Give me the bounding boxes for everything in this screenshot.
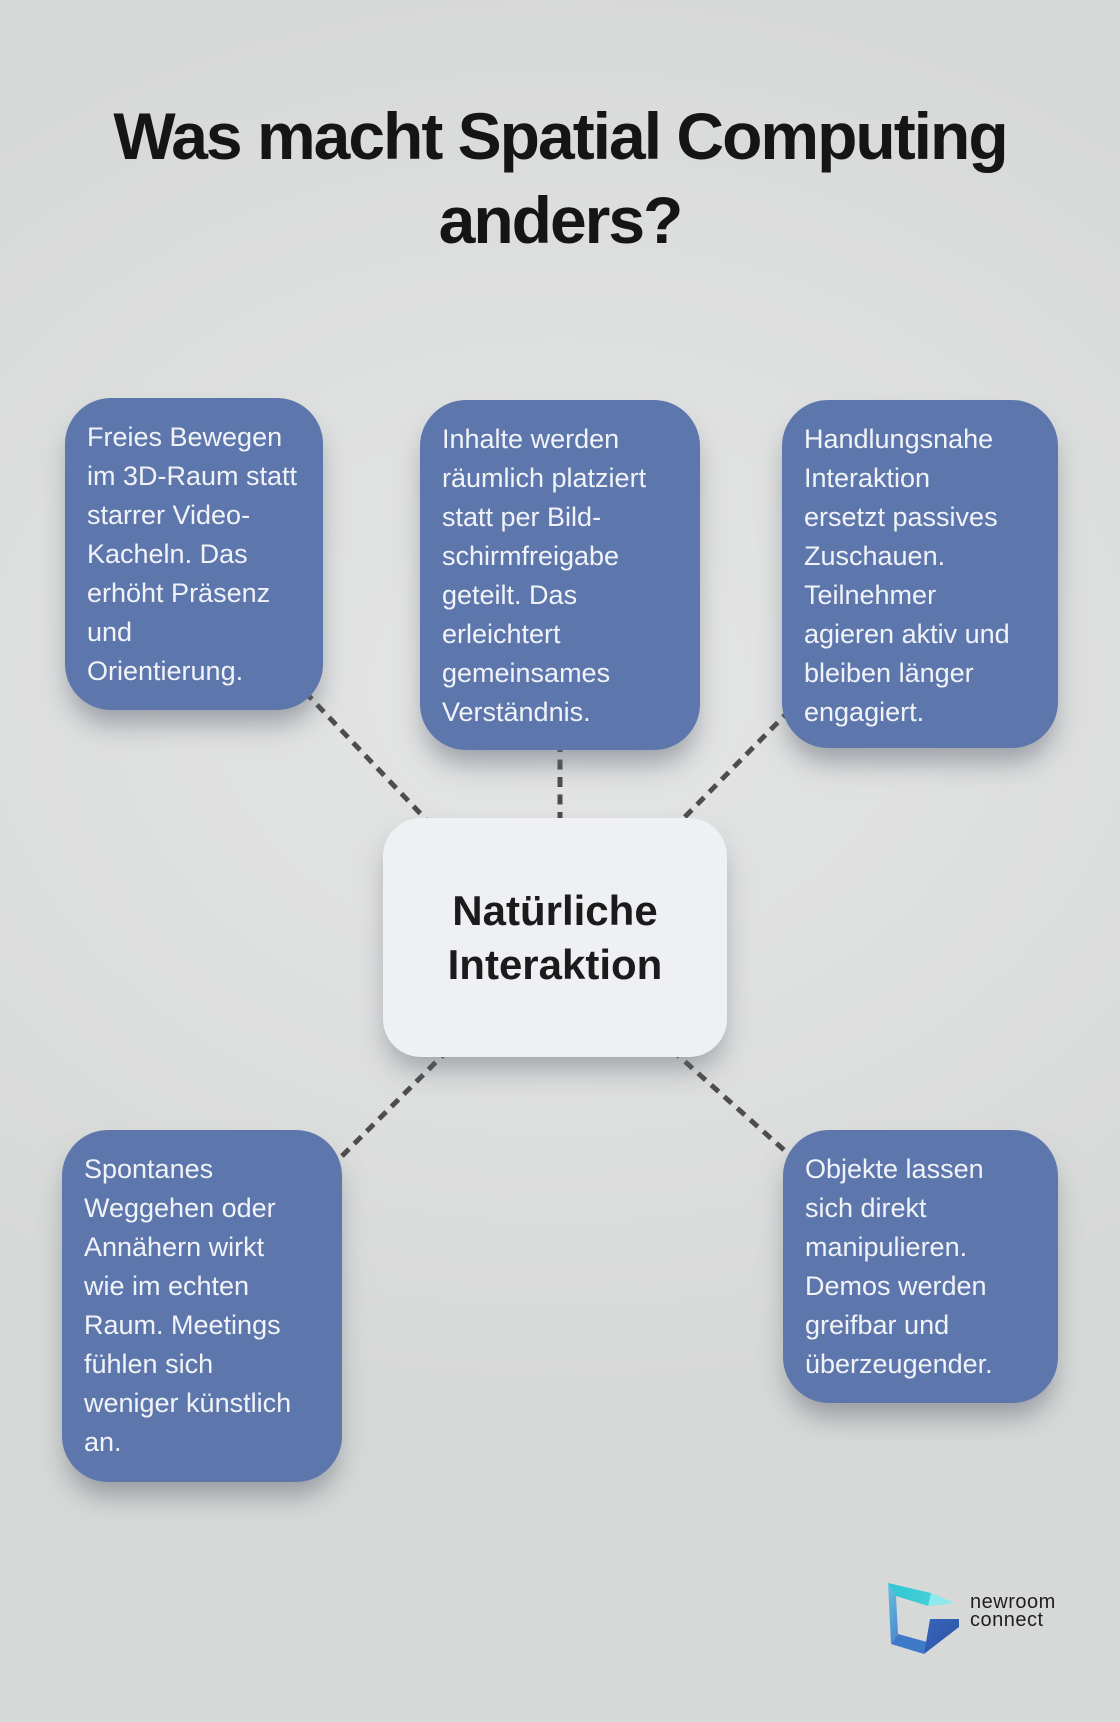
card-text: Spontanes Weggehen oder Annähern wirkt w… — [84, 1154, 292, 1457]
connector-bottom-left — [328, 1048, 450, 1170]
center-node-label: Natürliche Interaktion — [447, 887, 663, 988]
newroom-connect-mark-icon — [888, 1583, 959, 1654]
card-spatial-content: Inhalte werden räumlich platziert statt … — [420, 400, 700, 750]
card-object-manipulation: Objekte lassen sich direkt manipulieren.… — [783, 1130, 1058, 1403]
card-text: Handlungsnahe Interaktion ersetzt passiv… — [804, 424, 1010, 727]
card-text: Freies Bewegen im 3D-Raum statt starrer … — [87, 422, 298, 686]
card-natural-movement: Spontanes Weggehen oder Annähern wirkt w… — [62, 1130, 342, 1482]
connector-top-left — [303, 690, 438, 832]
card-text: Objekte lassen sich direkt manipulieren.… — [805, 1154, 993, 1379]
connector-bottom-right — [670, 1048, 795, 1160]
page-title: Was macht Spatial Computing anders? — [113, 99, 1008, 258]
brand-logo: newroom connect — [888, 1583, 1056, 1657]
brand-name: newroom connect — [970, 1591, 1056, 1631]
card-free-movement: Freies Bewegen im 3D-Raum statt starrer … — [65, 398, 323, 710]
center-node: Natürliche Interaktion — [383, 818, 727, 1057]
card-text: Inhalte werden räumlich platziert statt … — [442, 424, 647, 727]
connector-top-right — [670, 708, 792, 832]
card-active-interaction: Handlungsnahe Interaktion ersetzt passiv… — [782, 400, 1058, 748]
